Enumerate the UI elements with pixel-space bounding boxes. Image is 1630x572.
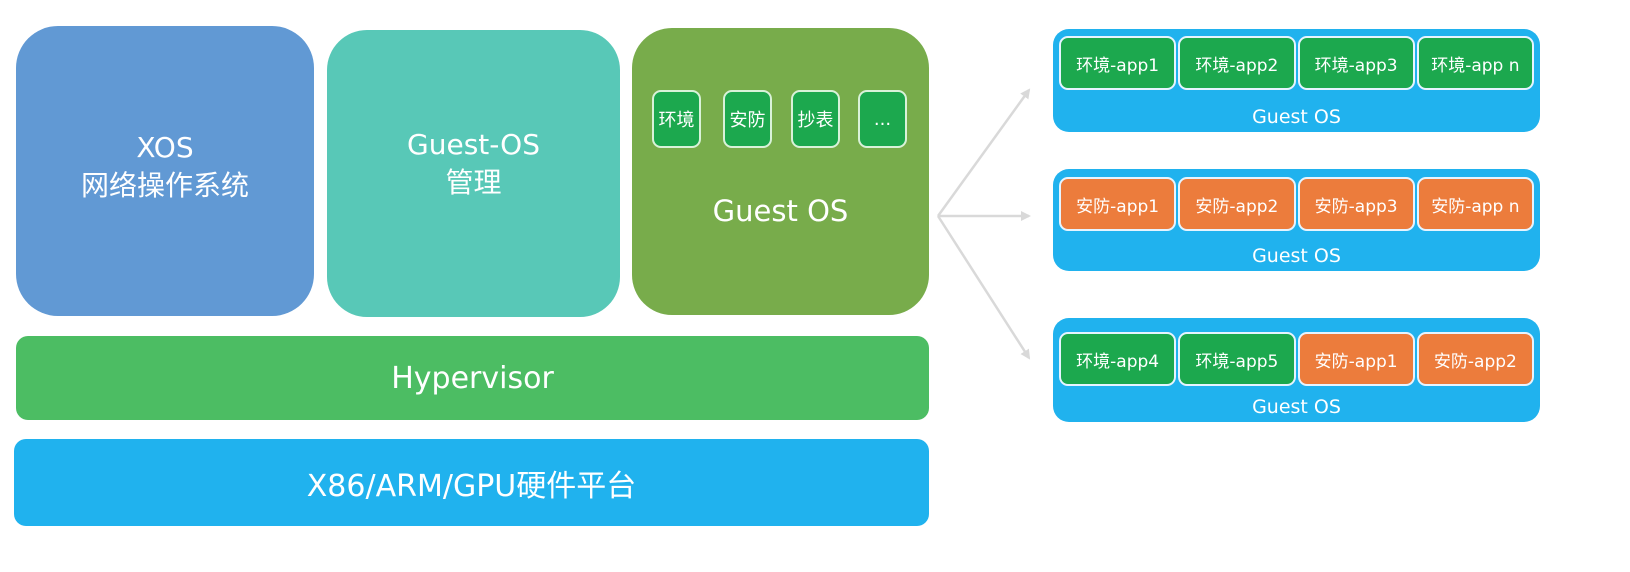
panel-app: 安防-app n [1416,177,1534,231]
guest-os-block: 环境 安防 抄表 ... Guest OS [632,28,929,315]
guest-os-panel-1: 环境-app1 环境-app2 环境-app3 环境-app n Guest O… [1053,29,1540,132]
panel-app: 环境-app n [1416,36,1534,90]
panel-app: 环境-app5 [1178,332,1296,386]
hardware-platform-layer: X86/ARM/GPU硬件平台 [14,439,929,526]
panel-label: Guest OS [1252,106,1341,128]
xos-subtitle: 网络操作系统 [80,169,249,202]
panel-app: 环境-app3 [1297,36,1415,90]
panel-app: 环境-app1 [1059,36,1177,90]
panel-app: 安防-app2 [1416,332,1534,386]
panel-app: 环境-app4 [1059,332,1177,386]
arrow-to-panel-1 [936,88,1031,217]
panel-app: 安防-app1 [1059,177,1177,231]
guest-os-title: Guest OS [712,194,849,228]
guest-os-management-title: Guest-OS [407,128,540,161]
guest-item-meter-reading: 抄表 [791,90,840,148]
panel-app: 安防-app3 [1297,177,1415,231]
guest-os-panel-3: 环境-app4 环境-app5 安防-app1 安防-app2 Guest OS [1053,318,1540,422]
hypervisor-layer: Hypervisor [16,336,929,420]
guest-os-management-subtitle: 管理 [445,166,502,199]
panel-app: 安防-app1 [1297,332,1415,386]
guest-item-more: ... [858,90,907,148]
panel-app: 环境-app2 [1178,36,1296,90]
guest-os-management-block: Guest-OS 管理 [327,30,620,317]
arrow-to-panel-3 [936,215,1031,360]
xos-block: XOS 网络操作系统 [16,26,314,316]
guest-item-security: 安防 [723,90,772,148]
guest-os-panel-2: 安防-app1 安防-app2 安防-app3 安防-app n Guest O… [1053,169,1540,271]
hardware-platform-label: X86/ARM/GPU硬件平台 [306,468,637,504]
guest-item-environment: 环境 [652,90,701,148]
panel-label: Guest OS [1252,245,1341,267]
hypervisor-label: Hypervisor [391,360,554,396]
xos-title: XOS [136,131,194,164]
panel-label: Guest OS [1252,396,1341,418]
panel-app: 安防-app2 [1178,177,1296,231]
